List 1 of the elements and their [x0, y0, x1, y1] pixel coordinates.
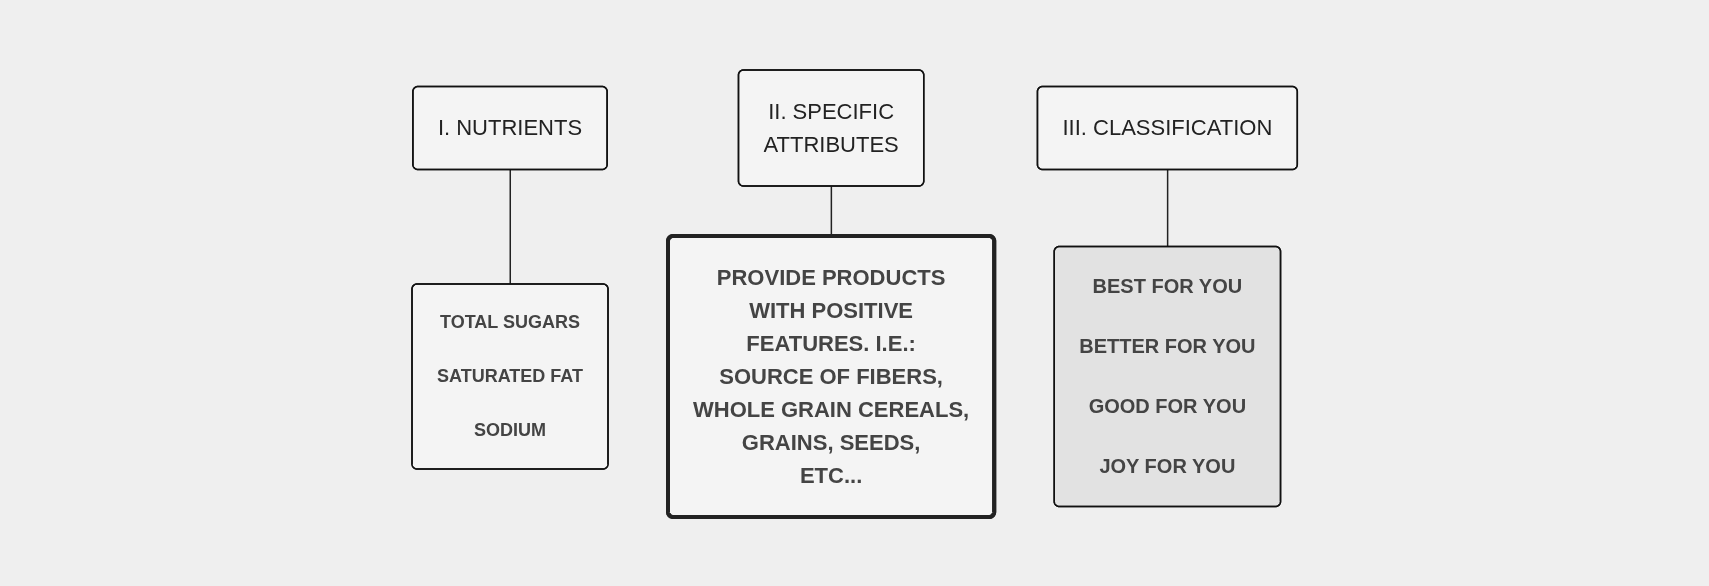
connector [509, 168, 512, 285]
